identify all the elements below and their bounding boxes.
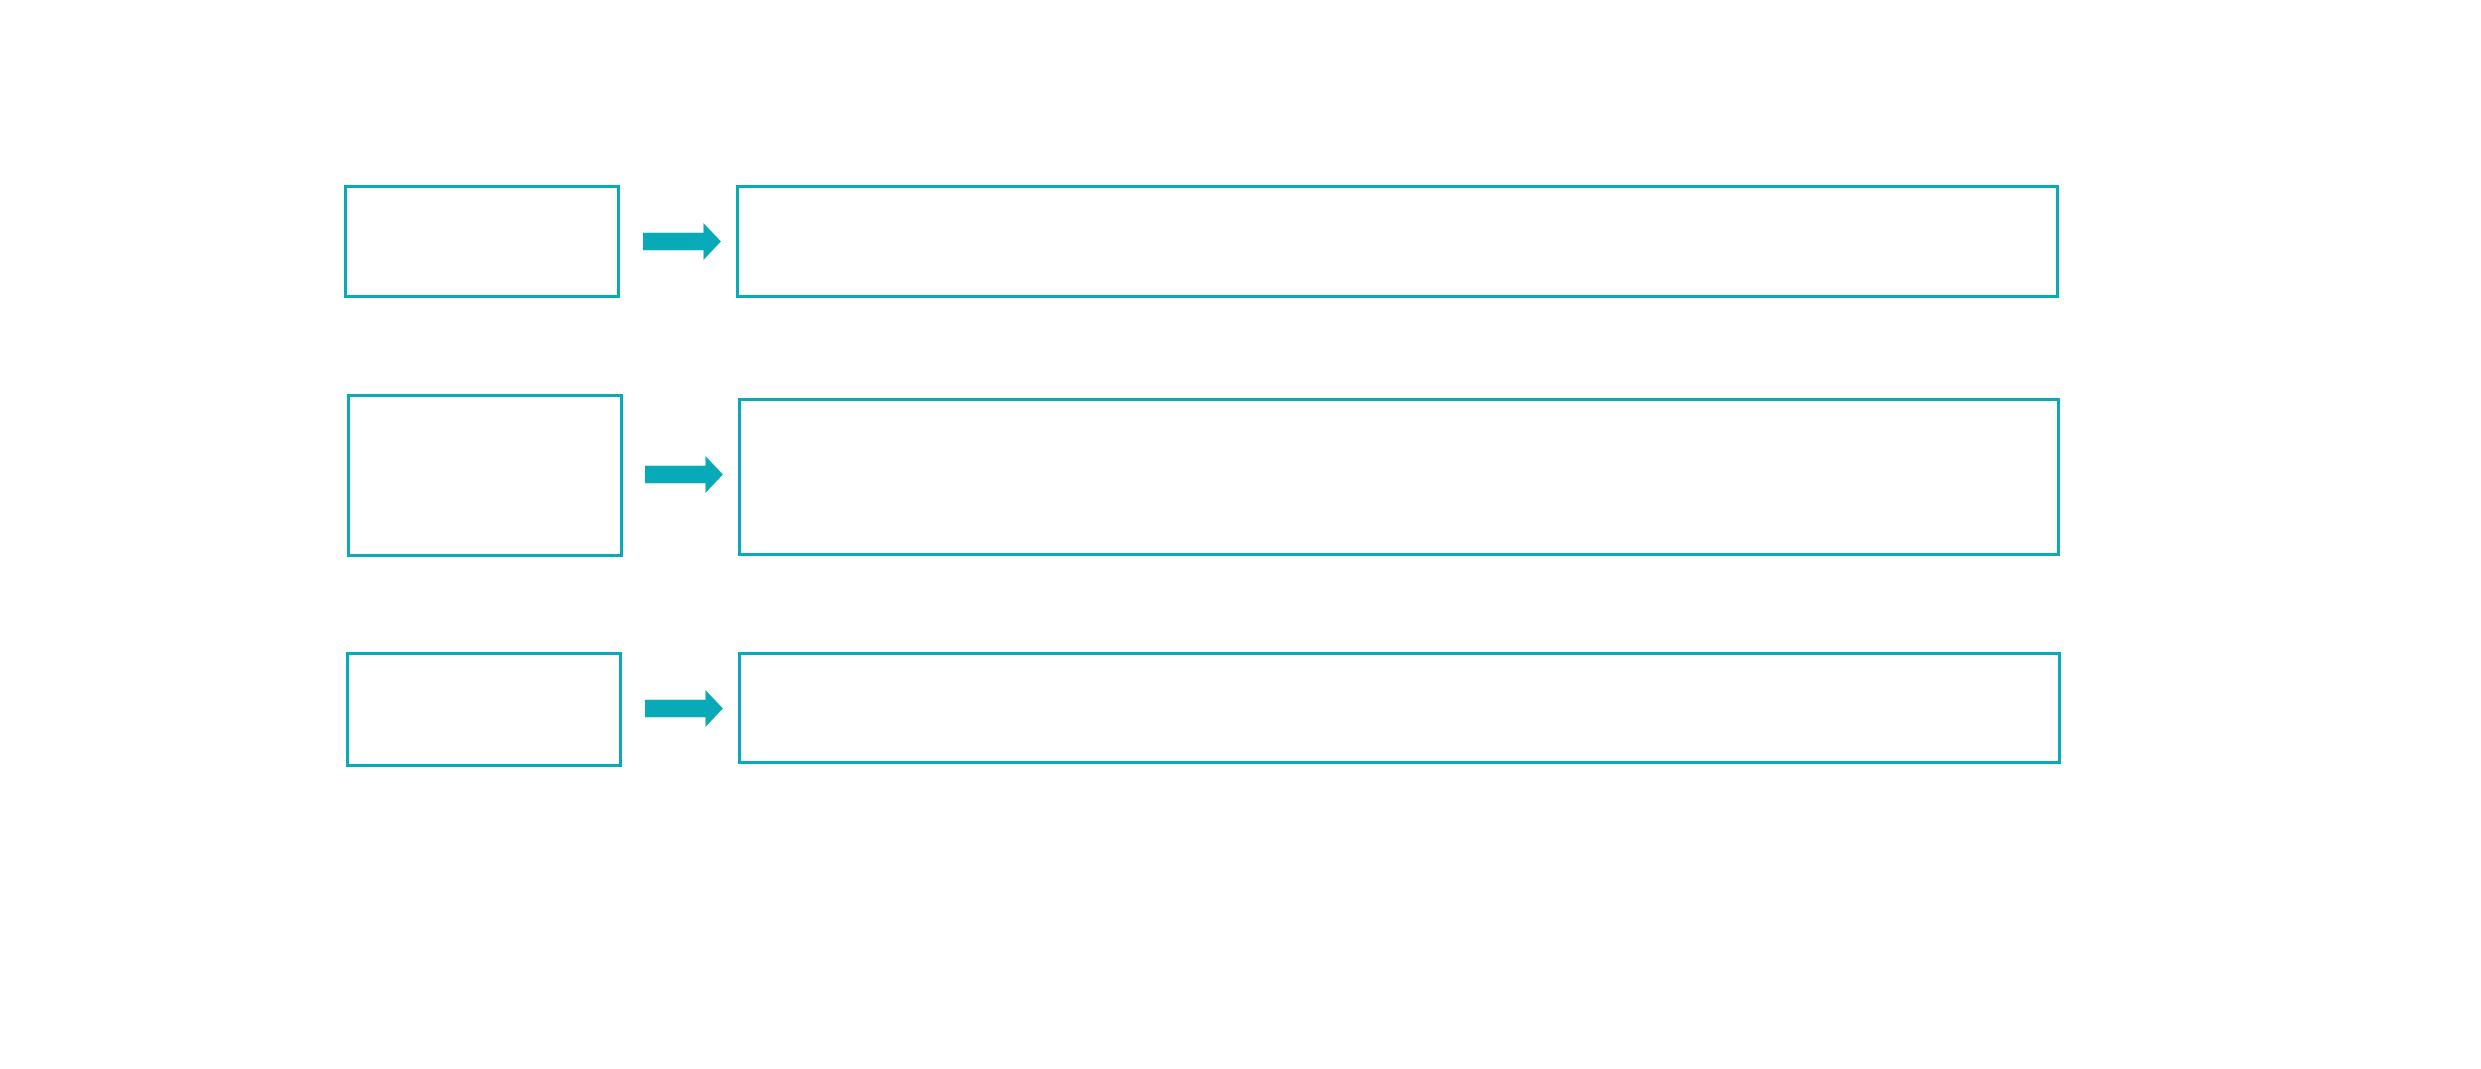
- row-1-term-box: [344, 185, 620, 298]
- row-2-term-box: [347, 394, 623, 557]
- row-1-answer-box: [736, 185, 2059, 298]
- arrow-right-icon: [643, 223, 721, 260]
- row-2-answer-box: [738, 398, 2060, 556]
- arrow-right-icon: [645, 690, 723, 727]
- row-3-term-box: [346, 652, 622, 767]
- row-3-answer-box: [738, 652, 2061, 764]
- arrow-right-icon: [645, 456, 723, 493]
